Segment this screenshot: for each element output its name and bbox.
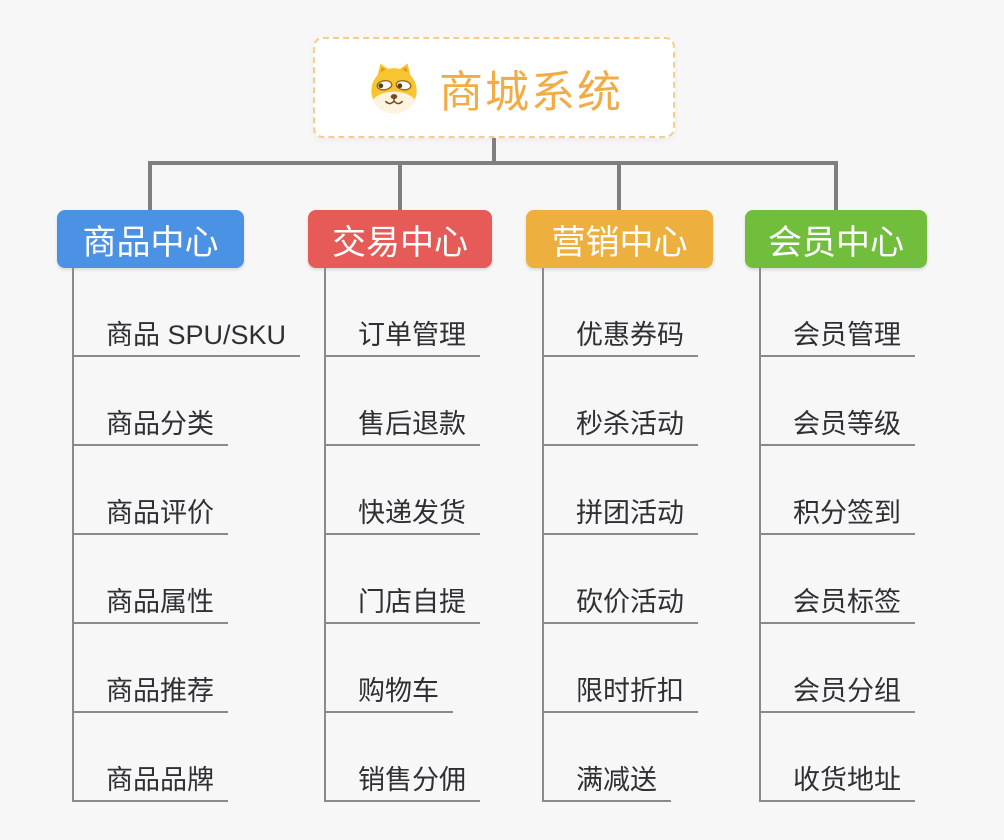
leaf-node[interactable]: 销售分佣 — [324, 760, 480, 802]
leaf-node[interactable]: 商品 SPU/SKU — [72, 315, 301, 357]
leaf-node[interactable]: 会员标签 — [759, 582, 915, 624]
branch-marketing-center[interactable]: 营销中心 — [526, 210, 713, 268]
leaf-node[interactable]: 优惠券码 — [542, 315, 698, 357]
branch-spine — [324, 268, 326, 802]
branch-member-center[interactable]: 会员中心 — [745, 210, 927, 268]
leaf-node[interactable]: 会员管理 — [759, 315, 915, 357]
connector-horizontal — [148, 161, 838, 165]
leaf-node[interactable]: 商品分类 — [72, 404, 228, 446]
leaf-node[interactable]: 会员等级 — [759, 404, 915, 446]
connector-stub — [617, 163, 621, 210]
branch-spine — [72, 268, 74, 802]
leaf-node[interactable]: 砍价活动 — [542, 582, 698, 624]
connector-stub — [148, 163, 152, 210]
leaf-node[interactable]: 秒杀活动 — [542, 404, 698, 446]
leaf-node[interactable]: 拼团活动 — [542, 493, 698, 535]
leaf-node[interactable]: 订单管理 — [324, 315, 480, 357]
leaf-node[interactable]: 商品推荐 — [72, 671, 228, 713]
branch-spine — [759, 268, 761, 802]
dog-icon — [371, 63, 417, 113]
leaf-node[interactable]: 限时折扣 — [542, 671, 698, 713]
branch-trade-center[interactable]: 交易中心 — [308, 210, 492, 268]
root-title: 商城系统 — [439, 67, 623, 117]
leaf-node[interactable]: 满减送 — [542, 760, 671, 802]
leaf-node[interactable]: 购物车 — [324, 671, 453, 713]
leaf-node[interactable]: 快递发货 — [324, 493, 480, 535]
leaf-node[interactable]: 售后退款 — [324, 404, 480, 446]
branch-spine — [542, 268, 544, 802]
leaf-node[interactable]: 商品属性 — [72, 582, 228, 624]
leaf-node[interactable]: 商品评价 — [72, 493, 228, 535]
connector-stub — [834, 163, 838, 210]
connector-root — [492, 138, 496, 165]
leaf-node[interactable]: 收货地址 — [759, 760, 915, 802]
leaf-node[interactable]: 会员分组 — [759, 671, 915, 713]
branch-product-center[interactable]: 商品中心 — [57, 210, 244, 268]
leaf-node[interactable]: 积分签到 — [759, 493, 915, 535]
leaf-node[interactable]: 商品品牌 — [72, 760, 228, 802]
leaf-node[interactable]: 门店自提 — [324, 582, 480, 624]
root-node[interactable]: 商城系统 — [313, 37, 675, 138]
connector-stub — [398, 163, 402, 210]
